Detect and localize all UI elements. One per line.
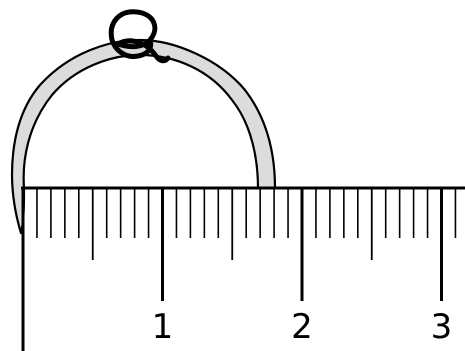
ruler: 1 2 3 [21, 188, 465, 351]
ruler-label-1: 1 [152, 307, 174, 347]
ruler-label-3: 3 [431, 307, 453, 347]
ruler-ticks [37, 188, 456, 301]
ruler-labels: 1 2 3 [152, 307, 453, 347]
ruler-label-2: 2 [291, 307, 313, 347]
